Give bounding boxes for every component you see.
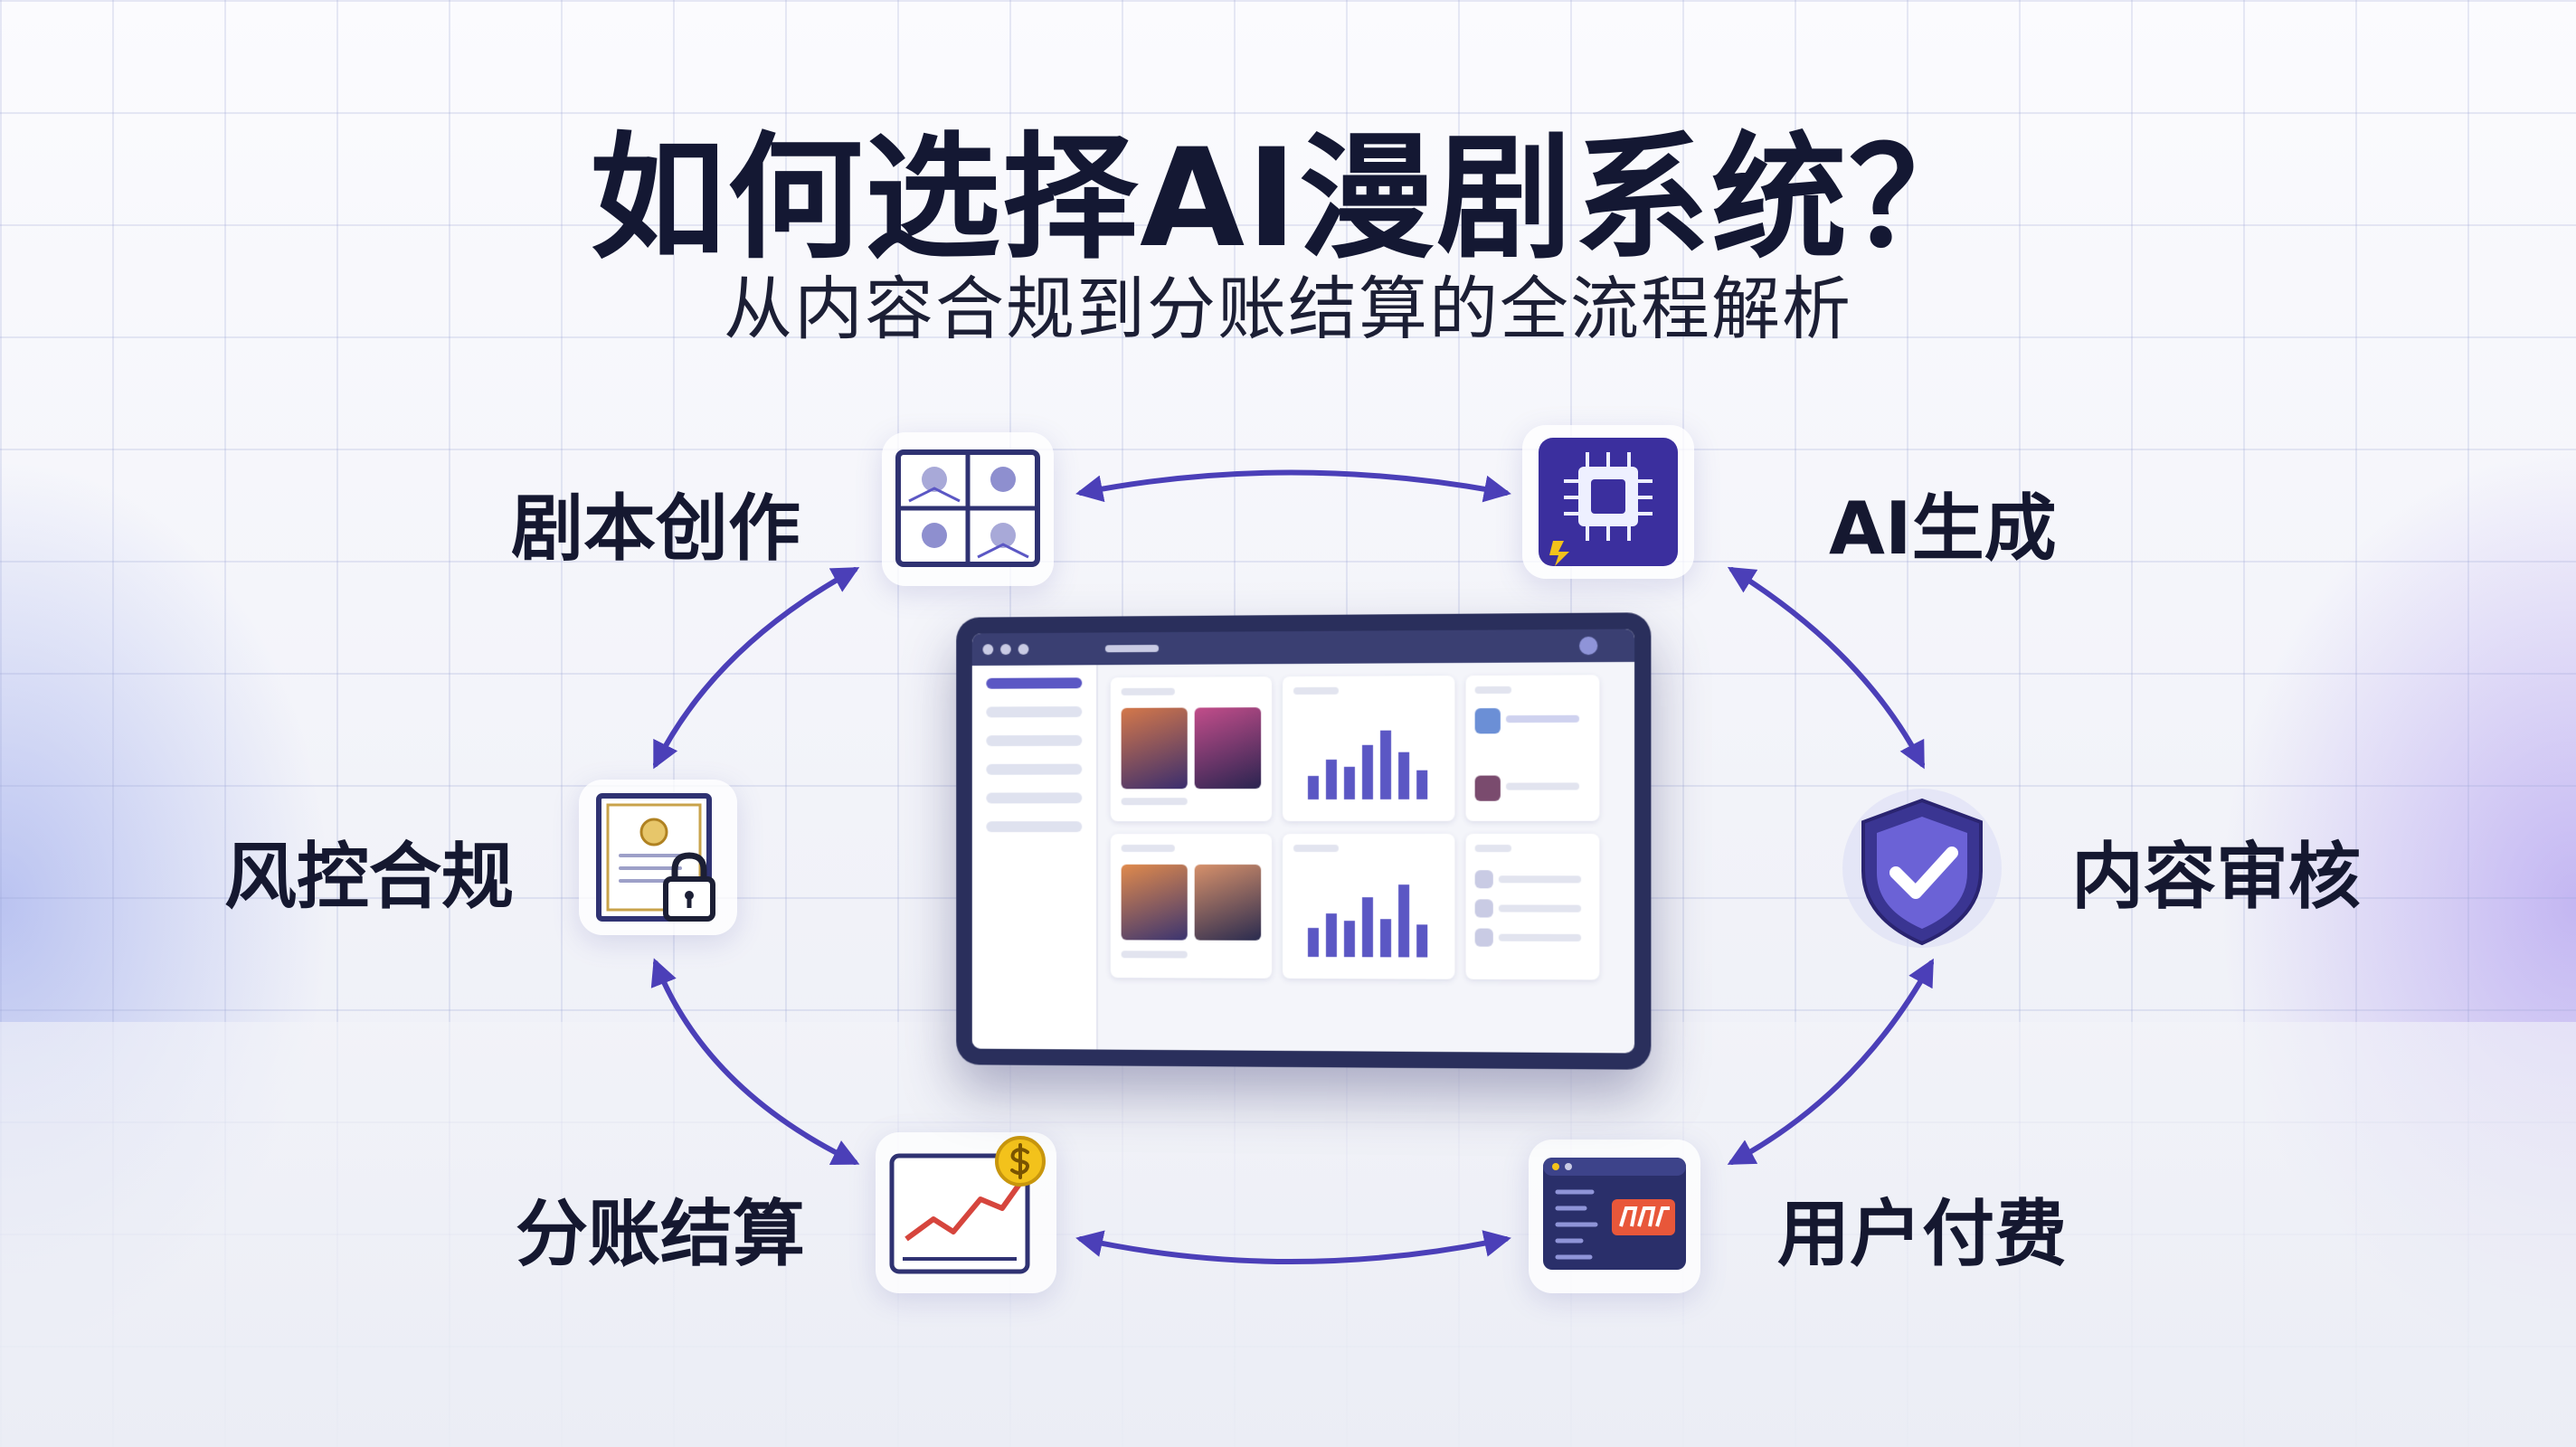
step-label-script: 剧本创作	[511, 487, 800, 571]
arrow-settlement-risk	[650, 958, 860, 1166]
dashboard-card-thumbnails-1	[1110, 676, 1273, 822]
node-ai	[1522, 425, 1694, 579]
dashboard-card-list-2	[1465, 833, 1600, 980]
node-payment	[1529, 1140, 1700, 1293]
comic-storyboard-icon	[895, 449, 1040, 567]
dashboard-card-list-1	[1465, 675, 1600, 821]
certificate-lock-icon	[596, 793, 715, 922]
step-label-risk: 风控合规	[224, 835, 514, 919]
arrow-review-payment	[1727, 958, 1934, 1165]
ai-chip-icon	[1539, 438, 1678, 566]
step-label-payment: 用户付费	[1777, 1192, 2067, 1276]
node-risk	[579, 780, 737, 935]
shield-check-icon	[1842, 789, 2002, 948]
step-label-review: 内容审核	[2071, 835, 2361, 919]
node-settlement	[876, 1132, 1056, 1293]
arrow-script-ai	[1075, 469, 1511, 503]
step-label-settlement: 分账结算	[516, 1192, 805, 1276]
dashboard-card-thumbnails-2	[1110, 834, 1273, 979]
page-title: 如何选择AI漫剧系统？	[590, 120, 1986, 278]
node-script	[882, 432, 1054, 586]
page-subtitle: 从内容合规到分账结算的全流程解析	[724, 269, 1852, 349]
node-review	[1836, 782, 2008, 954]
dashboard-tablet	[956, 612, 1652, 1070]
payment-window-icon	[1543, 1158, 1686, 1270]
step-label-ai: AI生成	[1829, 487, 2057, 571]
arrow-payment-settlement	[1075, 1230, 1511, 1264]
dashboard-sidebar	[971, 665, 1099, 1050]
revenue-chart-icon	[889, 1136, 1046, 1274]
arrow-risk-script	[653, 567, 860, 770]
dashboard-card-bars-1	[1283, 676, 1455, 822]
arrow-ai-review	[1727, 566, 1925, 770]
tablet-screen	[971, 629, 1635, 1054]
dashboard-topbar	[971, 629, 1635, 667]
dashboard-card-bars-2	[1283, 833, 1455, 979]
